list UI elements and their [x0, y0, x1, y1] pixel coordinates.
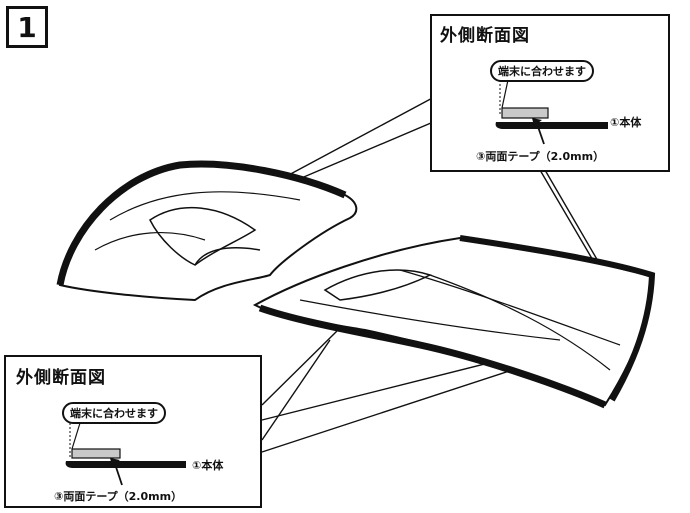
cross-section-callout-top: 外側断面図 端末に合わせます ①本体 ③両面テープ（2.0mm）: [430, 14, 670, 172]
left-visor-part: [56, 160, 358, 302]
callout-title: 外側断面図: [440, 26, 530, 46]
double-sided-tape-label: ③両面テープ（2.0mm）: [476, 150, 605, 163]
cross-section-detail: [495, 79, 608, 145]
cross-section-callout-bottom: 外側断面図 端末に合わせます ①本体 ③両面テープ（2.0mm）: [4, 355, 262, 508]
align-edge-bubble: 端末に合わせます: [62, 402, 166, 424]
body-label: ①本体: [610, 116, 642, 129]
callout-title: 外側断面図: [16, 368, 106, 388]
cross-section-detail: [65, 422, 186, 486]
top-leader-lines: [269, 94, 603, 269]
double-sided-tape-label: ③両面テープ（2.0mm）: [54, 490, 183, 503]
body-label: ①本体: [192, 459, 224, 472]
right-visor-part: [252, 235, 656, 409]
align-edge-bubble: 端末に合わせます: [490, 60, 594, 82]
step-number-badge: 1: [6, 6, 48, 48]
